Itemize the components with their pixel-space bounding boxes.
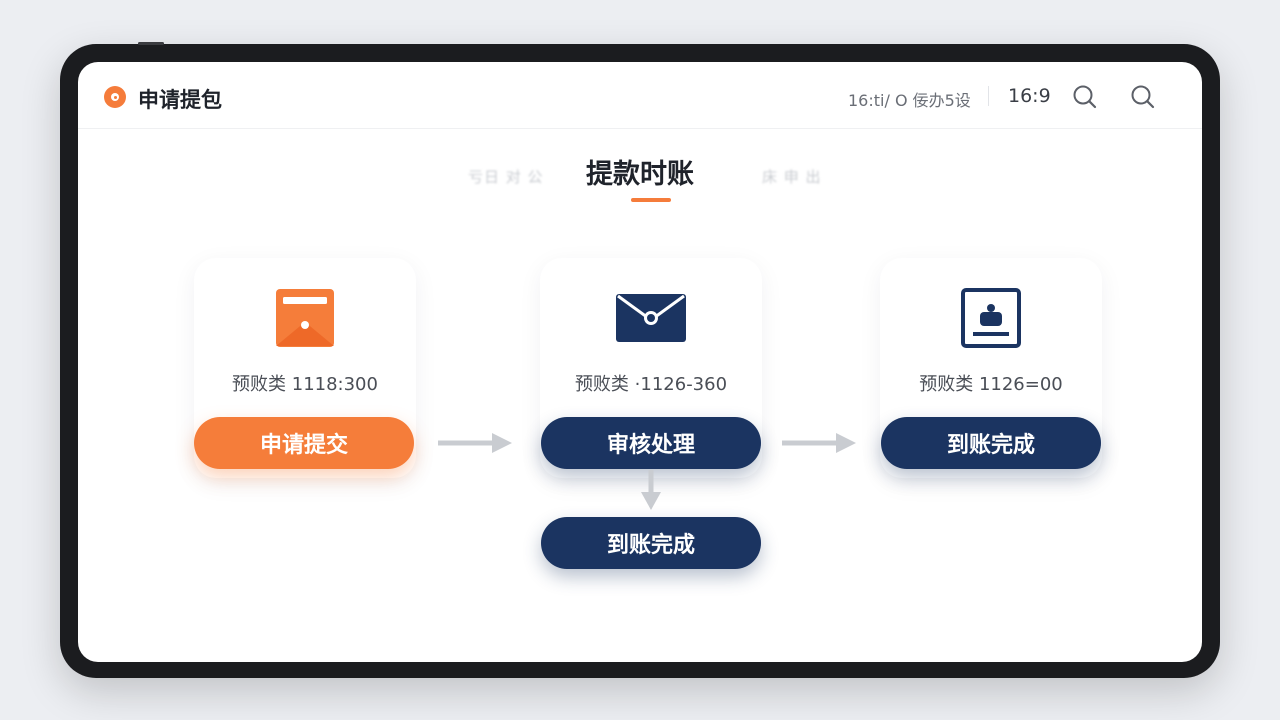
- app-screen: 申请提包 16:ti/ O 佞办5设 16:9 亏日 对 公 提款时账 床 申 …: [78, 62, 1202, 662]
- submit-application-button[interactable]: 申请提交: [194, 417, 414, 469]
- arrow-right-icon: [438, 433, 512, 453]
- ghost-tab-right: 床 申 出: [762, 168, 822, 186]
- search-icon[interactable]: [1072, 84, 1098, 110]
- aspect-ratio-label: 16:9: [1008, 85, 1051, 107]
- search-icon[interactable]: [1130, 84, 1156, 110]
- title-underline: [631, 198, 671, 202]
- app-logo-icon: [104, 86, 126, 108]
- arrow-down-icon: [641, 470, 661, 510]
- ghost-tab-left: 亏日 对 公: [468, 168, 544, 186]
- topbar-divider: [988, 86, 989, 106]
- form-card-icon: [275, 288, 335, 348]
- step-value: 预败类 1126=00: [919, 374, 1063, 395]
- review-processing-button[interactable]: 审核处理: [541, 417, 761, 469]
- envelope-icon: [616, 288, 686, 348]
- app-title: 申请提包: [138, 88, 222, 112]
- status-text: 16:ti/ O 佞办5设: [848, 91, 971, 110]
- account-box-icon: [961, 288, 1021, 348]
- branch-complete-button[interactable]: 到账完成: [541, 517, 761, 569]
- arrow-right-icon: [782, 433, 856, 453]
- top-bar: 申请提包 16:ti/ O 佞办5设 16:9: [78, 62, 1202, 129]
- arrival-complete-button[interactable]: 到账完成: [881, 417, 1101, 469]
- step-value: 预败类 1118:300: [232, 374, 378, 395]
- step-value: 预败类 ·1126-360: [574, 374, 728, 395]
- page-title: 提款时账: [586, 159, 694, 190]
- device-button: [138, 42, 164, 45]
